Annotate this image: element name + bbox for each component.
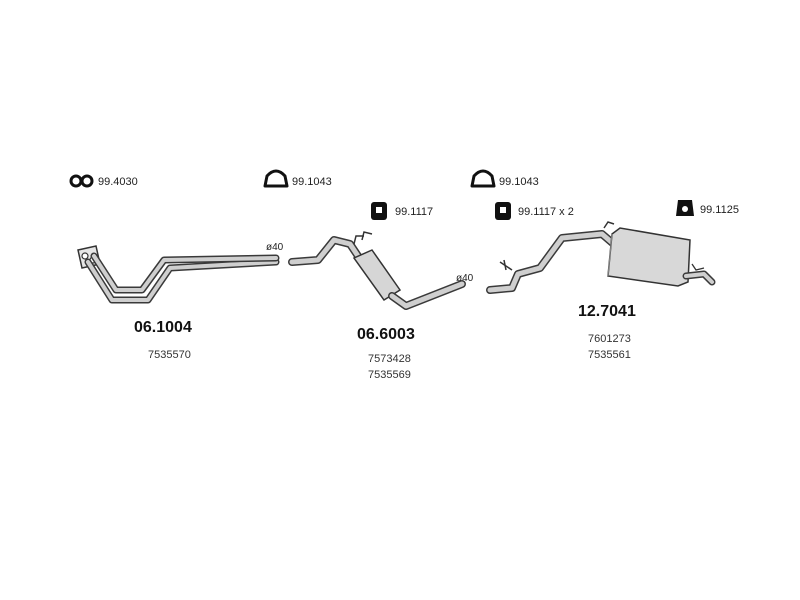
part-ref-2-1: 7535561 [588,349,631,361]
front-pipe-drawing [77,245,280,304]
rubber-mount-icon [676,200,694,216]
u-bolt-clamp-icon [263,169,289,188]
u-bolt-clamp-icon [470,169,496,188]
part-code-1: 06.6003 [357,326,415,343]
part-code-2: 12.7041 [578,303,636,320]
part-code-0: 06.1004 [134,319,192,336]
rear-silencer-drawing [486,221,716,294]
accessory-label-5: 99.1125 [700,204,739,216]
accessory-label-0: 99.4030 [98,176,138,188]
accessory-label-4: 99.1117 x 2 [518,206,574,218]
accessory-label-1: 99.1043 [292,176,332,188]
accessory-label-3: 99.1043 [499,176,539,188]
accessory-label-2: 99.1117 [395,206,433,218]
rubber-hanger-icon [495,202,511,220]
part-ref-1-0: 7573428 [368,353,411,365]
part-ref-1-1: 7535569 [368,369,411,381]
clamp-ring-icon [69,174,94,188]
part-ref-0-0: 7535570 [148,349,191,361]
rubber-hanger-icon [371,202,387,220]
center-silencer-drawing [288,231,466,310]
part-ref-2-0: 7601273 [588,333,631,345]
diameter-label-0: ø40 [266,242,284,253]
diameter-label-1: ø40 [456,273,474,284]
